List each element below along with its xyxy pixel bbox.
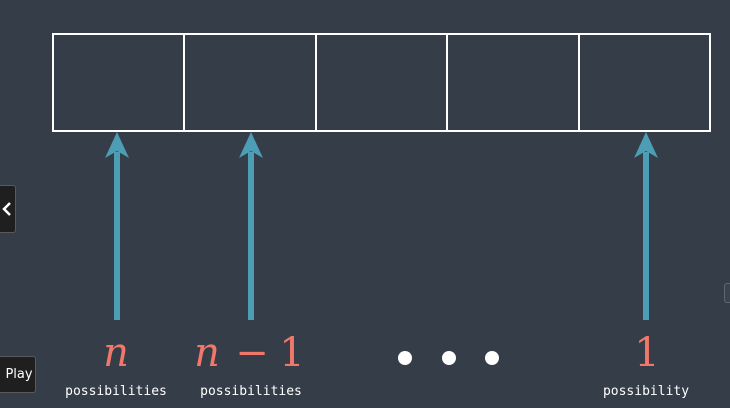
arrow-2: [239, 132, 263, 320]
ellipsis-dot: [442, 351, 456, 365]
caption-first: possibilities: [65, 384, 167, 399]
ellipsis-dots: [398, 351, 499, 365]
label-n-minus-1: n − 1: [194, 330, 305, 376]
caption-second: possibilities: [200, 384, 302, 399]
label-n-minus-1-operator: −: [235, 330, 269, 376]
chevron-left-icon: [2, 202, 11, 216]
slot-box-2: [183, 33, 317, 132]
slot-box-1: [52, 33, 185, 132]
slot-box-3: [315, 33, 448, 132]
slot-row: [52, 33, 711, 132]
arrow-5: [634, 132, 658, 320]
ellipsis-dot: [398, 351, 412, 365]
arrow-1: [105, 132, 129, 320]
label-n: n: [103, 330, 129, 376]
play-button[interactable]: Play: [0, 356, 36, 393]
collapse-button[interactable]: [0, 185, 16, 233]
side-panel-tab[interactable]: [724, 283, 730, 303]
label-n-minus-1-var: n: [194, 330, 220, 376]
label-n-minus-1-number: 1: [279, 330, 304, 376]
slot-box-4: [446, 33, 580, 132]
caption-last: possibility: [603, 384, 689, 399]
slot-box-5: [578, 33, 711, 132]
ellipsis-dot: [485, 351, 499, 365]
label-1: 1: [634, 330, 659, 376]
